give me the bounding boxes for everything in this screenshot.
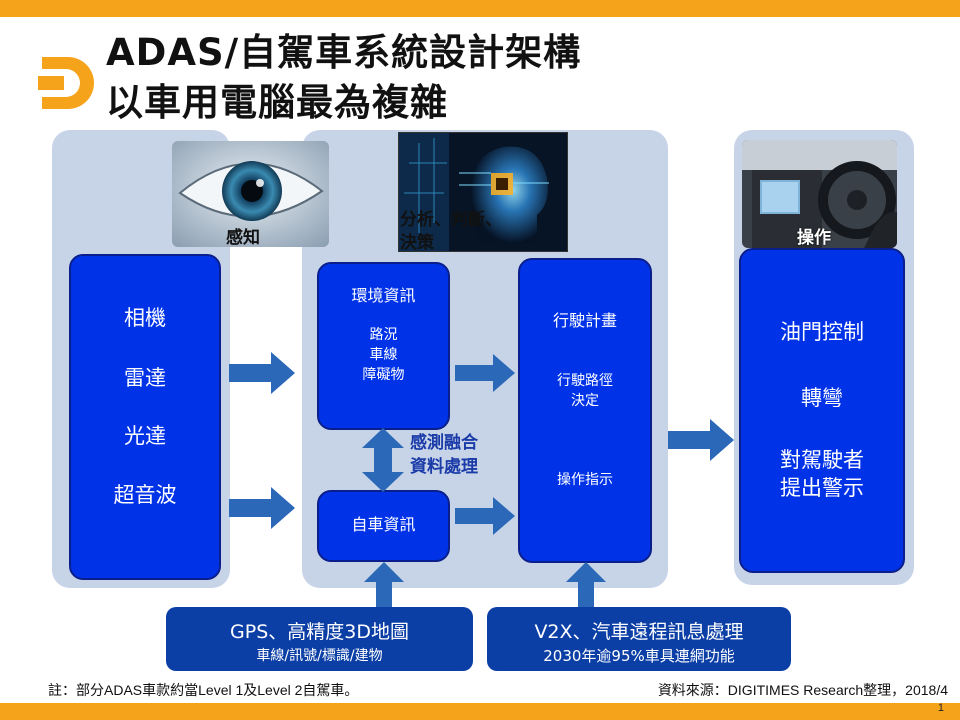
v2x-line2: 2030年逾95%車具連網功能 [543,647,735,665]
operation-item: 對駕駛者 [780,448,864,472]
env-info-sub: 車線 [369,347,398,363]
footer-source: 資料來源：DIGITIMES Research整理，2018/4 [657,682,948,698]
arrow-env-to-plan-icon [455,354,515,392]
operation-list-box: 油門控制 轉彎 對駕駛者 提出警示 [739,248,905,573]
self-info-label: 自車資訊 [351,515,416,534]
gps-map-box: GPS、高精度3D地圖 車線/訊號/標識/建物 [166,607,473,671]
v2x-line1: V2X、汽車遠程訊息處理 [534,621,744,643]
analyze-label-line1: 分析、判斷、 [400,210,502,230]
operation-item: 轉彎 [801,386,843,410]
sensor-item: 光達 [124,424,166,448]
gps-line1: GPS、高精度3D地圖 [230,621,409,643]
operation-item: 提出警示 [780,476,864,500]
arrow-sense-to-self-icon [229,487,295,529]
arrow-plan-to-operate-icon [668,419,734,461]
top-accent-bar [0,0,960,17]
fusion-label-line2: 資料處理 [410,457,478,477]
ai-brain-photo [398,132,568,252]
car-interior-photo [742,140,897,248]
arrow-self-to-plan-icon [455,497,515,535]
sensor-item: 相機 [124,306,166,330]
plan-op: 操作指示 [557,472,613,488]
fusion-label-line1: 感測融合 [410,433,478,453]
env-info-sub: 路況 [369,327,398,343]
eye-photo [172,141,329,247]
operate-label: 操作 [797,228,831,248]
bottom-accent-bar [0,703,960,720]
environment-info-box: 環境資訊 路況 車線 障礙物 [317,262,450,430]
sensor-list-box: 相機 雷達 光達 超音波 [69,254,221,580]
plan-route: 行駛路徑 [557,373,613,389]
self-vehicle-info-box: 自車資訊 [317,490,450,562]
plan-route: 決定 [571,393,599,409]
env-info-sub: 障礙物 [362,367,405,383]
env-info-title: 環境資訊 [351,286,416,305]
page-title-line2: 以車用電腦最為複雜 [106,81,448,124]
arrow-v2x-up-icon [566,562,606,612]
arrow-gps-up-icon [364,562,404,612]
page-title-line1: ADAS/自駕車系統設計架構 [106,31,582,74]
v2x-box: V2X、汽車遠程訊息處理 2030年逾95%車具連網功能 [487,607,791,671]
gps-line2: 車線/訊號/標識/建物 [256,648,383,664]
sensor-item: 雷達 [124,366,166,390]
operation-item: 油門控制 [780,320,864,344]
plan-title: 行駛計畫 [552,311,617,330]
arrow-sense-to-env-icon [229,352,295,394]
double-arrow-fusion-icon [362,428,404,492]
sense-label: 感知 [226,228,260,248]
driving-plan-box: 行駛計畫 行駛路徑 決定 操作指示 [518,258,652,563]
footer-note: 註：部分ADAS車款約當Level 1及Level 2自駕車。 [48,682,359,698]
page-number: 1 [937,702,944,714]
analyze-label-line2: 決策 [400,233,434,253]
digitimes-logo-icon [38,55,96,111]
sensor-item: 超音波 [113,483,177,507]
